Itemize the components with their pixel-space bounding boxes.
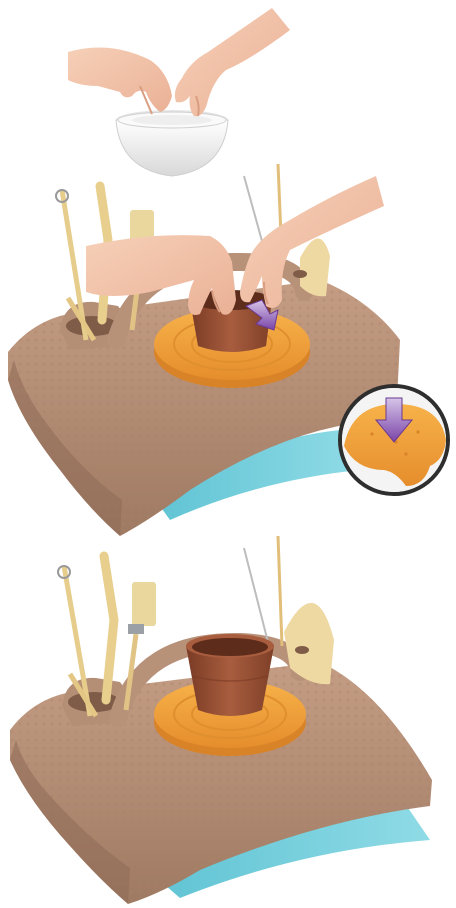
pottery-wheel-icon [10,536,432,904]
hands-mixing-in-bowl-icon [68,8,290,176]
turntable-press-detail-icon [340,386,450,496]
pottery-wheel-icon [8,164,400,536]
